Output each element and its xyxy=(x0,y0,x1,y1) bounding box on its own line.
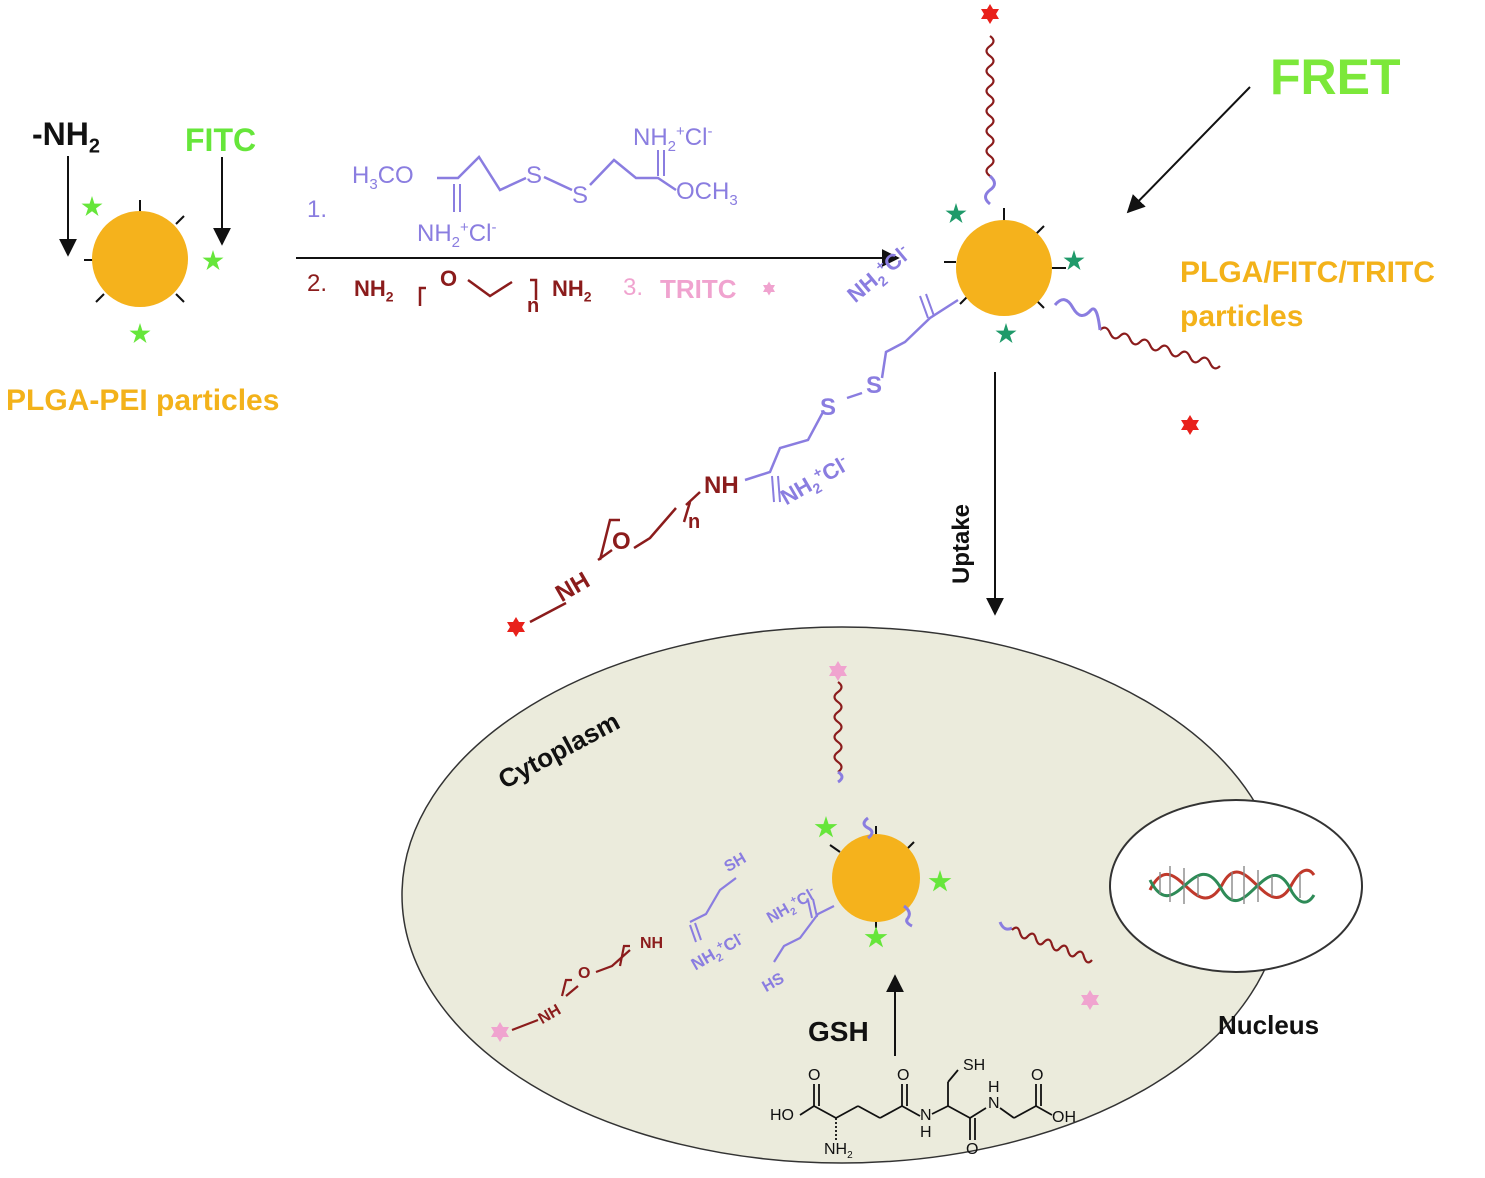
cleaved-nh: NH xyxy=(640,935,664,952)
peg-oxygen: O xyxy=(440,266,458,291)
peg-repeat-n: n xyxy=(527,295,540,317)
reagent1-nh2-bottom: NH2+Cl- xyxy=(417,219,497,251)
nucleus xyxy=(1109,799,1363,973)
gsh-label: GSH xyxy=(808,1016,869,1047)
quenched-fitc-star-icon xyxy=(945,203,967,223)
gsh-ho-left: HO xyxy=(770,1107,794,1124)
uptake-label: Uptake xyxy=(948,503,975,584)
plga-fitc-tritc-caption-2: particles xyxy=(1180,300,1304,333)
tritc-pink-icon xyxy=(1081,990,1099,1010)
fitc-star-icon xyxy=(81,196,103,216)
plga-pei-particle xyxy=(92,211,188,307)
peg-chain xyxy=(985,35,995,177)
gsh-oh-right: OH xyxy=(1052,1109,1076,1126)
step3-number: 3. xyxy=(623,274,644,301)
amine-ticks xyxy=(84,200,185,303)
gsh-o2: O xyxy=(897,1067,910,1084)
quenched-fitc-star-icon xyxy=(1063,250,1085,270)
peg-chain xyxy=(1099,326,1221,370)
reagent1-nh2-top: NH2+Cl- xyxy=(633,123,713,155)
chain-nh: NH xyxy=(704,472,739,499)
peg-bracket-left xyxy=(418,286,426,306)
gsh-structure xyxy=(799,1069,1053,1140)
unquenched-particle xyxy=(832,834,920,922)
released-peg-chain xyxy=(833,681,843,773)
fitc-star-icon xyxy=(928,870,952,892)
gsh-h2: H xyxy=(988,1079,1000,1096)
gsh-n1: N xyxy=(920,1107,932,1124)
tritc-red-icon xyxy=(1181,415,1199,435)
linker-structure xyxy=(880,298,959,379)
reagent1-och3: OCH3 xyxy=(676,178,738,209)
fitc-star-icon xyxy=(129,323,151,343)
fret-arrow xyxy=(1126,86,1251,214)
peg-nh2-left: NH2 xyxy=(354,276,394,305)
gsh-nh2: NH2 xyxy=(824,1141,853,1162)
fitc-star-icon xyxy=(864,926,888,948)
dimethyl-dithiobis-bond xyxy=(589,158,677,192)
dna-helix-icon xyxy=(1148,866,1316,904)
chain-s2: S xyxy=(820,394,837,421)
peg-backbone xyxy=(467,278,513,298)
plga-fitc-tritc-particle xyxy=(956,220,1052,316)
chain-oxygen: O xyxy=(612,528,631,555)
gsh-n2: N xyxy=(988,1095,1000,1112)
tritc-red-icon xyxy=(981,4,999,24)
plga-pei-caption: PLGA-PEI particles xyxy=(6,384,280,417)
reaction-group xyxy=(296,150,900,306)
gsh-h1: H xyxy=(920,1124,932,1141)
tritc-pink-icon xyxy=(491,1022,509,1042)
reagent1-h3co: H3CO xyxy=(352,162,414,193)
tritc-red-icon xyxy=(507,617,525,637)
plga-fitc-tritc-caption-1: PLGA/FITC/TRITC xyxy=(1180,256,1435,289)
fitc-star-icon xyxy=(814,816,838,838)
gsh-sh: SH xyxy=(963,1057,986,1074)
step1-number: 1. xyxy=(307,196,328,223)
gsh-o4: O xyxy=(1031,1067,1044,1084)
cell-group xyxy=(401,626,1363,1164)
quenched-fitc-star-icon xyxy=(995,323,1017,343)
released-peg-chain xyxy=(1011,926,1093,964)
amine-label: -NH2 xyxy=(32,116,100,158)
peg-bracket-right xyxy=(530,278,538,300)
left-particle-group xyxy=(59,156,231,343)
reagent1-s2: S xyxy=(572,182,589,209)
right-particle-group xyxy=(507,4,1251,637)
gsh-o3: O xyxy=(966,1141,979,1158)
gsh-o1: O xyxy=(808,1067,821,1084)
reagent1-s1: S xyxy=(526,162,543,189)
linker-chain xyxy=(984,174,996,206)
tritc-icon xyxy=(763,281,775,296)
fitc-label: FITC xyxy=(185,122,257,158)
dimethyl-dithiobis-bond xyxy=(437,155,527,192)
chain-n: n xyxy=(688,511,701,533)
peg-nh2-right: NH2 xyxy=(552,276,592,305)
nucleus-label: Nucleus xyxy=(1218,1010,1320,1040)
tritc-label: TRITC xyxy=(660,274,737,304)
step2-number: 2. xyxy=(307,270,328,297)
chain-s1: S xyxy=(866,372,883,399)
cleaved-oxygen: O xyxy=(578,965,591,982)
fret-label: FRET xyxy=(1270,49,1401,105)
fitc-star-icon xyxy=(202,250,224,270)
tritc-pink-icon xyxy=(829,661,847,681)
